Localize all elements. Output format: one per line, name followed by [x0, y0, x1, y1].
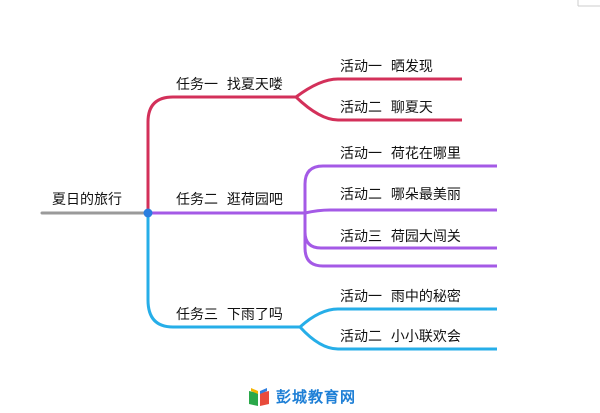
task-2-activity-1-branch — [303, 164, 497, 213]
task-3-activity-1[interactable]: 活动一 雨中的秘密 — [340, 289, 461, 305]
task-1-activity-2[interactable]: 活动二 聊夏天 — [340, 100, 433, 116]
root-junction-node — [143, 208, 153, 218]
task-3-activity-1-branch — [298, 307, 497, 329]
task-2-topic[interactable]: 任务二 逛荷园吧 — [176, 192, 283, 208]
task-1-topic[interactable]: 任务一 找夏天喽 — [176, 77, 283, 93]
task-3-activity-2-branch — [298, 325, 497, 351]
root-topic[interactable]: 夏日的旅行 — [52, 192, 122, 208]
open-book-icon — [249, 387, 269, 406]
task-3-branch — [146, 213, 300, 329]
task-2-activity-4-branch — [303, 213, 497, 268]
task-1-activity-2-branch — [294, 95, 462, 122]
task-1-branch — [146, 95, 296, 213]
task-2-activity-1[interactable]: 活动一 荷花在哪里 — [340, 146, 461, 162]
watermark-text: 彭城教育网 — [276, 388, 357, 406]
task-3-topic[interactable]: 任务三 下雨了吗 — [176, 307, 283, 323]
watermark-logo: 彭城教育网 — [248, 386, 356, 407]
task-1-activity-1[interactable]: 活动一 晒发现 — [340, 59, 433, 75]
task-2-activity-3[interactable]: 活动三 荷园大闯关 — [340, 229, 461, 245]
task-1-activity-1-branch — [295, 77, 462, 99]
task-2-activity-2[interactable]: 活动二 哪朵最美丽 — [340, 187, 461, 203]
page-corner-mark — [577, 0, 600, 7]
task-2-activity-2-branch — [304, 208, 497, 215]
task-3-activity-2[interactable]: 活动二 小小联欢会 — [340, 329, 461, 345]
